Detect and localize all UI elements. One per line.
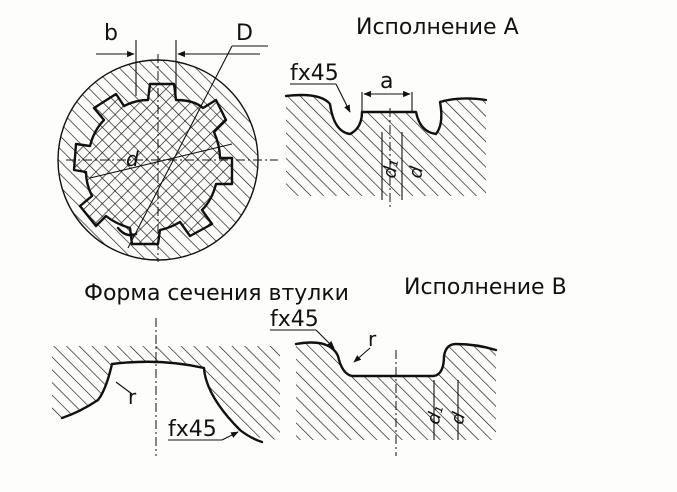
fx45-a-leader (335, 83, 351, 113)
hub-section-detail: Форма сечения втулки r fx45 (52, 281, 349, 456)
variant-a-detail: Исполнение А fx45 a d₁ d (284, 15, 519, 210)
label-b: b (104, 21, 118, 46)
r-hub-leader (115, 381, 133, 395)
shaft-spline-profile (72, 82, 234, 246)
variant-b-title: Исполнение В (404, 275, 567, 300)
hub-section-title: Форма сечения втулки (84, 281, 349, 306)
label-d-a: d (405, 164, 428, 179)
hub-hatched-body (52, 346, 280, 440)
label-d1-a: d₁ (379, 158, 403, 180)
variant-b-profile (294, 341, 498, 378)
fx45-hub-leader (221, 431, 239, 441)
shaft-cross-section: b D d (57, 21, 278, 262)
label-D: D (236, 21, 253, 46)
variant-a-title: Исполнение А (356, 15, 519, 40)
D-leader (127, 45, 233, 249)
variant-a-profile (284, 93, 488, 136)
variant-a-hatched-body (286, 95, 486, 196)
label-d1-b: d₁ (423, 403, 448, 426)
variant-b-detail: Исполнение В fx45 r d₁ d (270, 275, 567, 456)
label-fx45-a: fx45 (290, 61, 339, 86)
label-a: a (380, 69, 393, 94)
fx45-b-leader (315, 329, 335, 349)
label-d-shaft: d (126, 147, 139, 171)
label-r-b: r (368, 327, 377, 351)
r-b-leader (353, 347, 371, 363)
label-fx45-b: fx45 (270, 307, 319, 332)
hub-profile (60, 360, 264, 444)
label-fx45-hub: fx45 (168, 417, 217, 442)
label-r-hub: r (128, 385, 137, 409)
shaft-diameter-line (89, 143, 233, 179)
